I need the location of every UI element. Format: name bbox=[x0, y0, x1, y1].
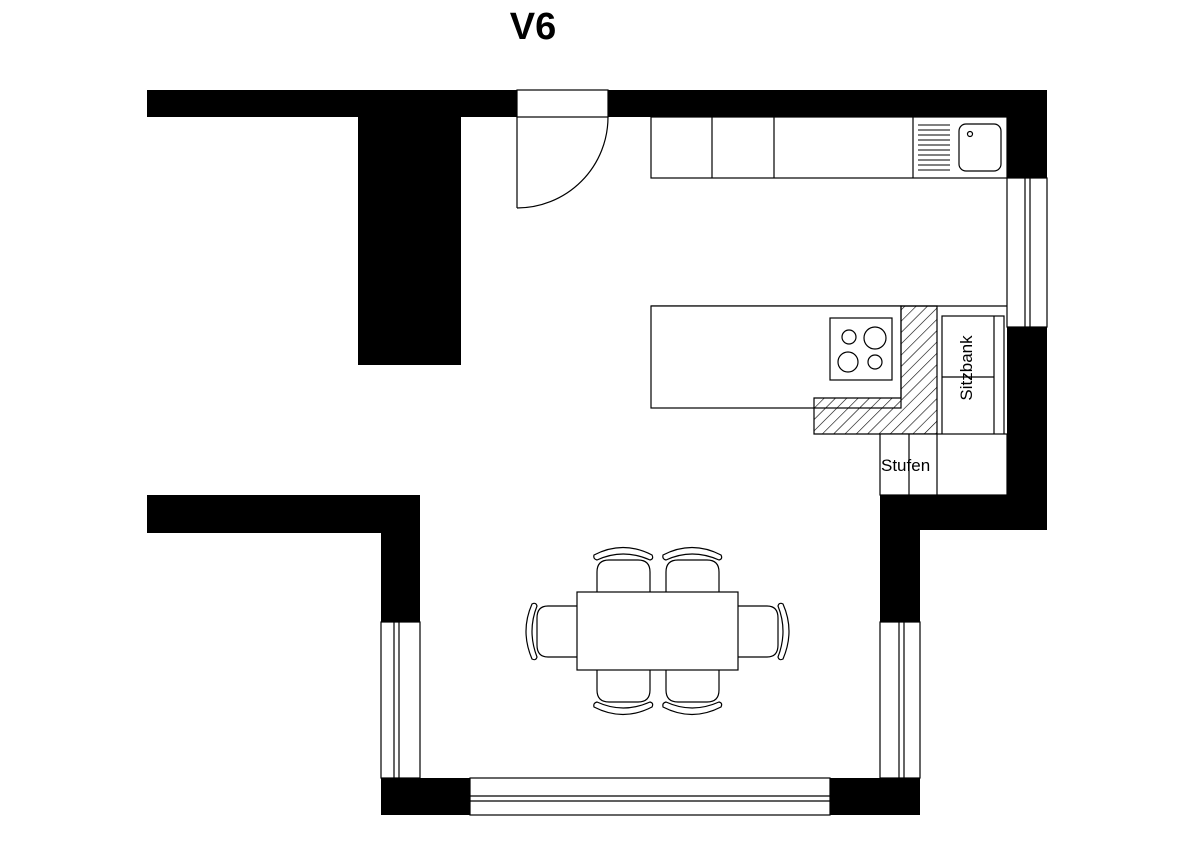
dining-set bbox=[525, 546, 790, 716]
window-right-dining bbox=[879, 621, 921, 779]
window-bottom bbox=[469, 777, 831, 816]
dining-table bbox=[576, 591, 739, 671]
bench: Sitzbank bbox=[941, 315, 1005, 440]
window-left-dining bbox=[380, 621, 421, 779]
cooktop bbox=[829, 317, 893, 381]
wall-top-right bbox=[608, 90, 1047, 117]
chair-top-left bbox=[593, 546, 654, 592]
chair-right bbox=[738, 602, 790, 661]
window-right-kitchen bbox=[1006, 177, 1048, 328]
steps-label: Stufen bbox=[881, 456, 930, 475]
hatched-counter bbox=[813, 305, 938, 435]
bench-label: Sitzbank bbox=[957, 335, 976, 401]
plan-title: V6 bbox=[509, 6, 557, 48]
wall-right-dining bbox=[880, 495, 920, 622]
kitchen-island bbox=[650, 305, 1007, 435]
sink-drainboard bbox=[918, 124, 950, 171]
door bbox=[516, 89, 609, 209]
chair-bottom-right bbox=[662, 670, 723, 716]
kitchen-counter bbox=[650, 116, 1008, 179]
wall-bottom-left bbox=[381, 778, 470, 815]
chair-left bbox=[525, 602, 577, 661]
chair-top-right bbox=[662, 546, 723, 592]
wall-left-horizontal bbox=[147, 495, 420, 533]
sink-drain bbox=[966, 130, 974, 138]
sink-basin bbox=[958, 123, 1002, 172]
chair-bottom-left bbox=[593, 670, 654, 716]
wall-bottom-right bbox=[830, 778, 920, 815]
wall-top-left bbox=[147, 90, 517, 117]
column bbox=[358, 117, 461, 365]
wall-right-upper bbox=[1007, 90, 1047, 178]
steps: Stufen bbox=[879, 433, 1008, 496]
walls bbox=[147, 90, 1047, 815]
